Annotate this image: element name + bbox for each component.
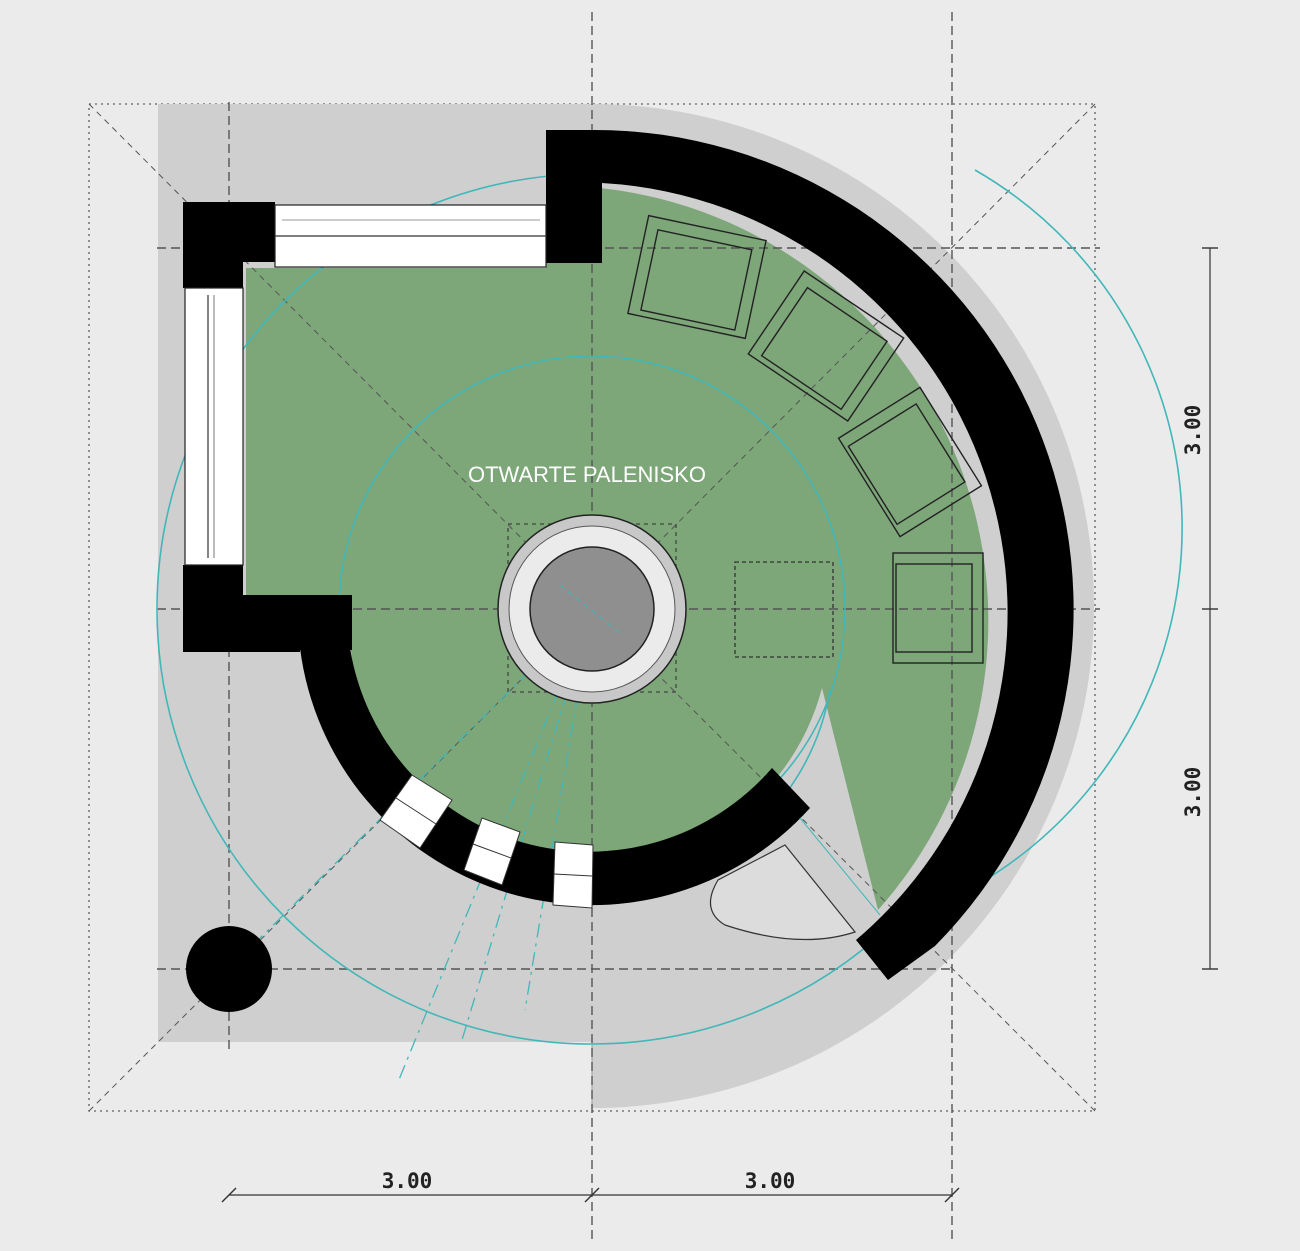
armchair-2 xyxy=(747,270,905,422)
dimension-right-top: 3.00 xyxy=(1181,405,1205,456)
inner-curved-wall xyxy=(300,648,810,906)
dimension-right-bottom: 3.00 xyxy=(1181,767,1205,818)
wall-block-lower-left xyxy=(183,565,352,652)
diagonal-lines xyxy=(88,103,1096,1112)
armchair-1 xyxy=(627,214,767,340)
column xyxy=(186,926,272,1012)
fire-pit xyxy=(497,514,687,704)
outer-curved-wall xyxy=(546,129,1074,980)
armchair-4 xyxy=(892,552,984,664)
wall-block-top-left xyxy=(183,202,275,262)
armchair-3 xyxy=(837,386,983,538)
walls xyxy=(183,129,1074,980)
window-top xyxy=(274,204,547,268)
window-openings xyxy=(379,774,594,909)
table-outline xyxy=(734,561,834,658)
dimension-bottom-left: 3.00 xyxy=(382,1169,433,1193)
wall-block-left xyxy=(183,262,243,288)
door xyxy=(709,817,881,941)
dimension-bottom: 3.00 3.00 xyxy=(221,1169,960,1203)
dimension-right: 3.00 3.00 xyxy=(1181,247,1218,970)
room-label: OTWARTE PALENISKO xyxy=(468,462,706,487)
armchairs xyxy=(627,214,984,664)
window-left xyxy=(184,287,244,566)
dimension-bottom-right: 3.00 xyxy=(745,1169,796,1193)
